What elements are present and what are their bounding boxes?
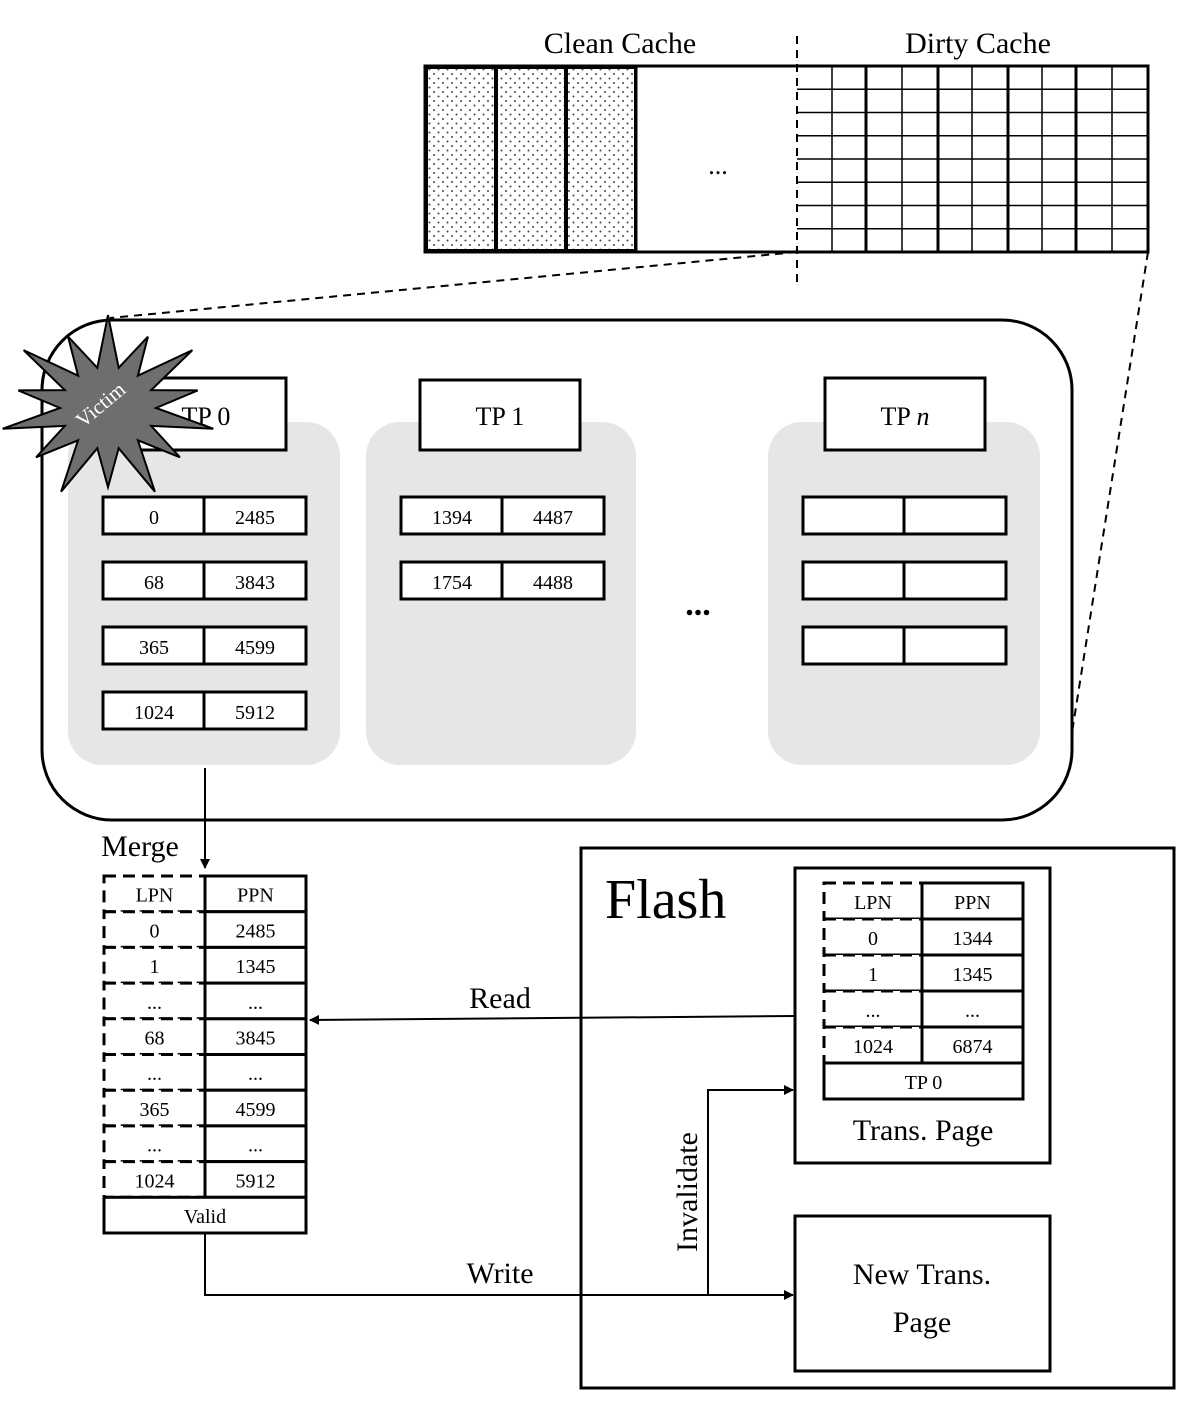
clean-cache-entry <box>566 67 636 251</box>
merge-row-ppn: 3845 <box>236 1028 276 1050</box>
merge-header-ppn: PPN <box>237 885 274 907</box>
merge-row-lpn: 365 <box>140 1099 170 1121</box>
new-trans-page-box <box>793 1214 1052 1373</box>
tp0-entry-ppn: 5912 <box>235 702 275 724</box>
tp1-title: TP 1 <box>476 402 525 431</box>
flash-trans-footer: TP 0 <box>905 1072 943 1094</box>
cache-bar: Clean Cache Dirty Cache ... <box>423 27 1150 284</box>
victim-star-icon <box>2 314 214 493</box>
dirty-cache-label: Dirty Cache <box>905 27 1051 60</box>
merge-row-ppn: 4599 <box>236 1099 276 1121</box>
tp0-entry-lpn: 1024 <box>134 702 174 724</box>
merge-ppn-cell <box>203 1088 308 1128</box>
merge-row-ppn: 5912 <box>236 1170 276 1192</box>
merge-footer: Valid <box>184 1206 226 1228</box>
pages-ellipsis: ... <box>685 586 711 623</box>
tp0-entry-lpn: 0 <box>149 507 159 529</box>
flash-trans-lpn-cell <box>822 881 924 921</box>
clean-cache-entry <box>496 67 566 251</box>
write-label: Write <box>466 1257 533 1290</box>
new-trans-page-line1: New Trans. <box>853 1258 991 1291</box>
merge-row-ppn: ... <box>248 1063 263 1085</box>
invalidate-arrow <box>707 1085 794 1295</box>
victim-starburst: Victim <box>2 314 214 493</box>
merge-ppn-cell <box>203 981 308 1021</box>
tp1-entry-lpn: 1394 <box>432 507 472 529</box>
clean-cache-entry <box>426 67 496 251</box>
merge-lpn-cell <box>102 981 207 1021</box>
flash-trans-ppn-cell <box>920 1025 1025 1065</box>
merge-ppn-cell <box>203 1053 308 1092</box>
tp0-entry-lpn: 365 <box>139 637 169 659</box>
flash-trans-row-ppn: 6874 <box>953 1036 993 1058</box>
flash-trans-page-table: LPN PPN 0 1344 1 1345...... 1024 6874 TP 0 <box>822 881 1025 1101</box>
merge-row-lpn: 1024 <box>135 1170 175 1192</box>
clean-cache-label: Clean Cache <box>544 27 696 60</box>
flash-trans-header-lpn: LPN <box>854 892 892 914</box>
merge-row-lpn: 68 <box>145 1028 165 1050</box>
tp0-entry-lpn: 68 <box>144 572 164 594</box>
tpn-title: TP n <box>881 402 930 431</box>
tp0-entries: 0 2485 68 3843 365 4599 1024 5912 <box>101 495 308 731</box>
flash-trans-row-lpn: 1 <box>868 964 878 986</box>
zoom-line-right <box>1069 251 1149 746</box>
flash-trans-row-ppn: 1344 <box>953 928 993 950</box>
flash-trans-ppn-cell <box>920 917 1025 957</box>
tp1-entry-ppn: 4487 <box>533 507 573 529</box>
merge-ppn-cell <box>203 1017 308 1056</box>
merge-row-lpn: 1 <box>150 956 160 978</box>
merge-row-ppn: 1345 <box>236 956 276 978</box>
read-label: Read <box>469 982 531 1015</box>
tp1-entry-ppn: 4488 <box>533 572 573 594</box>
tp1-entries: 1394 4487 1754 4488 <box>399 495 606 601</box>
write-arrow <box>204 1234 794 1300</box>
merge-footer-cell <box>102 1195 308 1235</box>
flash-trans-row-lpn: 1024 <box>853 1036 893 1058</box>
merge-row-ppn: ... <box>248 1135 263 1157</box>
tpn-entries <box>801 495 1008 666</box>
tp0-entry-ppn: 3843 <box>235 572 275 594</box>
tp0-entry-ppn: 4599 <box>235 637 275 659</box>
translation-page-tp1: TP 1 1394 4487 1754 4488 <box>366 378 636 765</box>
merge-row-lpn: ... <box>147 1063 162 1085</box>
flash-trans-row-lpn: ... <box>866 1000 881 1022</box>
tp0-entry-ppn: 2485 <box>235 507 275 529</box>
read-arrow <box>309 1014 796 1025</box>
flash-region: Flash LPN PPN 0 1344 1 1345...... 1024 6874 TP 0… <box>579 846 1176 1390</box>
flash-trans-header-ppn: PPN <box>954 892 991 914</box>
merged-translation-table: LPN PPN 0 2485 1 1345...... 68 3845...... 365 459… <box>102 874 308 1235</box>
merge-header-lpn: LPN <box>136 885 174 907</box>
merge-row-lpn: ... <box>147 992 162 1014</box>
new-trans-page-line2: Page <box>893 1306 951 1339</box>
merge-lpn-cell <box>102 1088 207 1128</box>
flash-title: Flash <box>605 869 726 931</box>
dirty-cache-grid <box>797 66 1148 252</box>
flash-trans-row-lpn: 0 <box>868 928 878 950</box>
trans-page-caption: Trans. Page <box>853 1114 994 1147</box>
clean-cache-ellipsis: ... <box>708 151 728 180</box>
flash-trans-row-ppn: 1345 <box>953 964 993 986</box>
translation-page-tpn: TP n <box>768 376 1040 765</box>
merge-row-ppn: 2485 <box>236 920 276 942</box>
invalidate-label: Invalidate <box>671 1132 704 1252</box>
merge-row-ppn: ... <box>248 992 263 1014</box>
flash-trans-footer-cell <box>822 1061 1025 1101</box>
merge-label: Merge <box>101 830 179 863</box>
flash-trans-row-ppn: ... <box>965 1000 980 1022</box>
tp1-entry-lpn: 1754 <box>432 572 472 594</box>
zoom-line-left <box>109 251 798 319</box>
merge-row-lpn: 0 <box>150 920 160 942</box>
flash-trans-ppn-cell <box>920 881 1025 921</box>
merge-lpn-cell <box>102 1017 207 1056</box>
tp1-title-box <box>418 378 582 452</box>
tpn-title-box <box>823 376 987 452</box>
merge-row-lpn: ... <box>147 1135 162 1157</box>
